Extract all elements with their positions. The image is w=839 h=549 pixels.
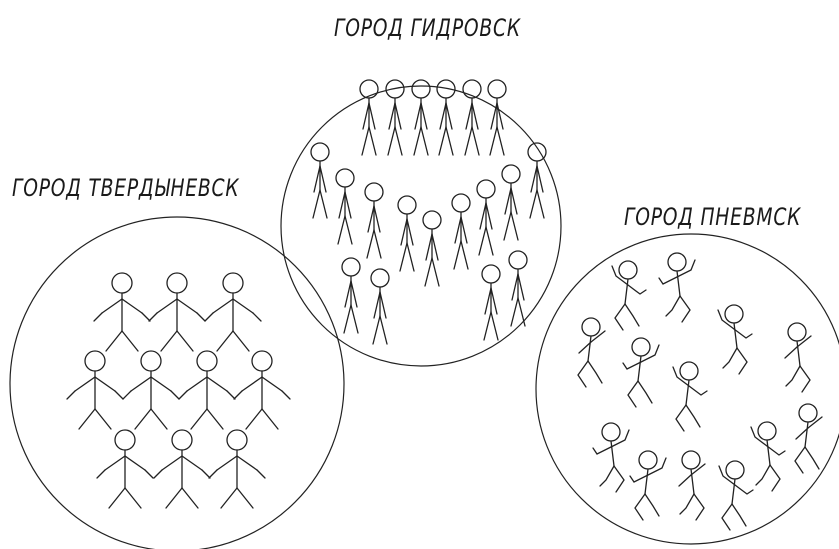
jumping-person-13 [718,460,754,531]
linked-person-10 [208,429,266,509]
standing-person-7 [310,142,330,219]
pnevmsk-city-circle [535,233,839,545]
tverdynevsk-city [9,216,345,549]
linked-person-4 [66,350,124,430]
standing-person-12 [451,193,471,270]
jumping-person-12 [678,450,706,521]
city-label-pnevmsk: ГОРОД ПНЕВМСК [624,203,802,231]
standing-person-18 [481,264,501,341]
jumping-person-9 [794,403,823,474]
standing-person-13 [476,179,496,256]
jumping-person-2 [658,252,696,323]
linked-person-6 [178,350,236,430]
linked-person-7 [233,350,291,430]
tverdynevsk-city-circle [9,216,345,549]
standing-person-19 [508,250,528,327]
city-label-gidrovsk: ГОРОД ГИДРОВСК [334,14,521,42]
standing-person-8 [335,168,355,245]
standing-person-15 [527,142,547,219]
linked-person-9 [153,429,211,509]
jumping-person-5 [622,337,660,408]
standing-person-1 [359,79,379,156]
pnevmsk-city [535,233,839,545]
linked-person-8 [96,429,154,509]
jumping-person-4 [717,304,753,375]
gidrovsk-city [280,79,562,367]
standing-person-3 [411,79,431,156]
linked-person-2 [148,272,206,352]
standing-person-10 [397,195,417,272]
linked-person-1 [93,272,151,352]
jumping-person-7 [672,361,708,432]
jumping-person-3 [577,317,606,388]
jumping-person-1 [611,260,647,331]
jumping-person-8 [592,422,630,493]
jumping-person-6 [784,322,812,393]
standing-person-17 [370,268,390,345]
standing-person-9 [364,182,384,259]
gidrovsk-city-circle [280,85,562,367]
standing-person-4 [436,79,456,156]
standing-person-16 [341,257,361,334]
linked-person-5 [122,350,180,430]
standing-person-11 [422,210,442,287]
standing-person-5 [462,79,482,156]
jumping-person-11 [629,450,667,521]
standing-person-14 [501,164,521,241]
linked-person-3 [204,272,262,352]
standing-person-2 [385,79,405,156]
city-label-tverdynevsk: ГОРОД ТВЕРДЫНЕВСК [12,174,240,202]
jumping-person-10 [750,421,786,492]
standing-person-6 [487,79,507,156]
